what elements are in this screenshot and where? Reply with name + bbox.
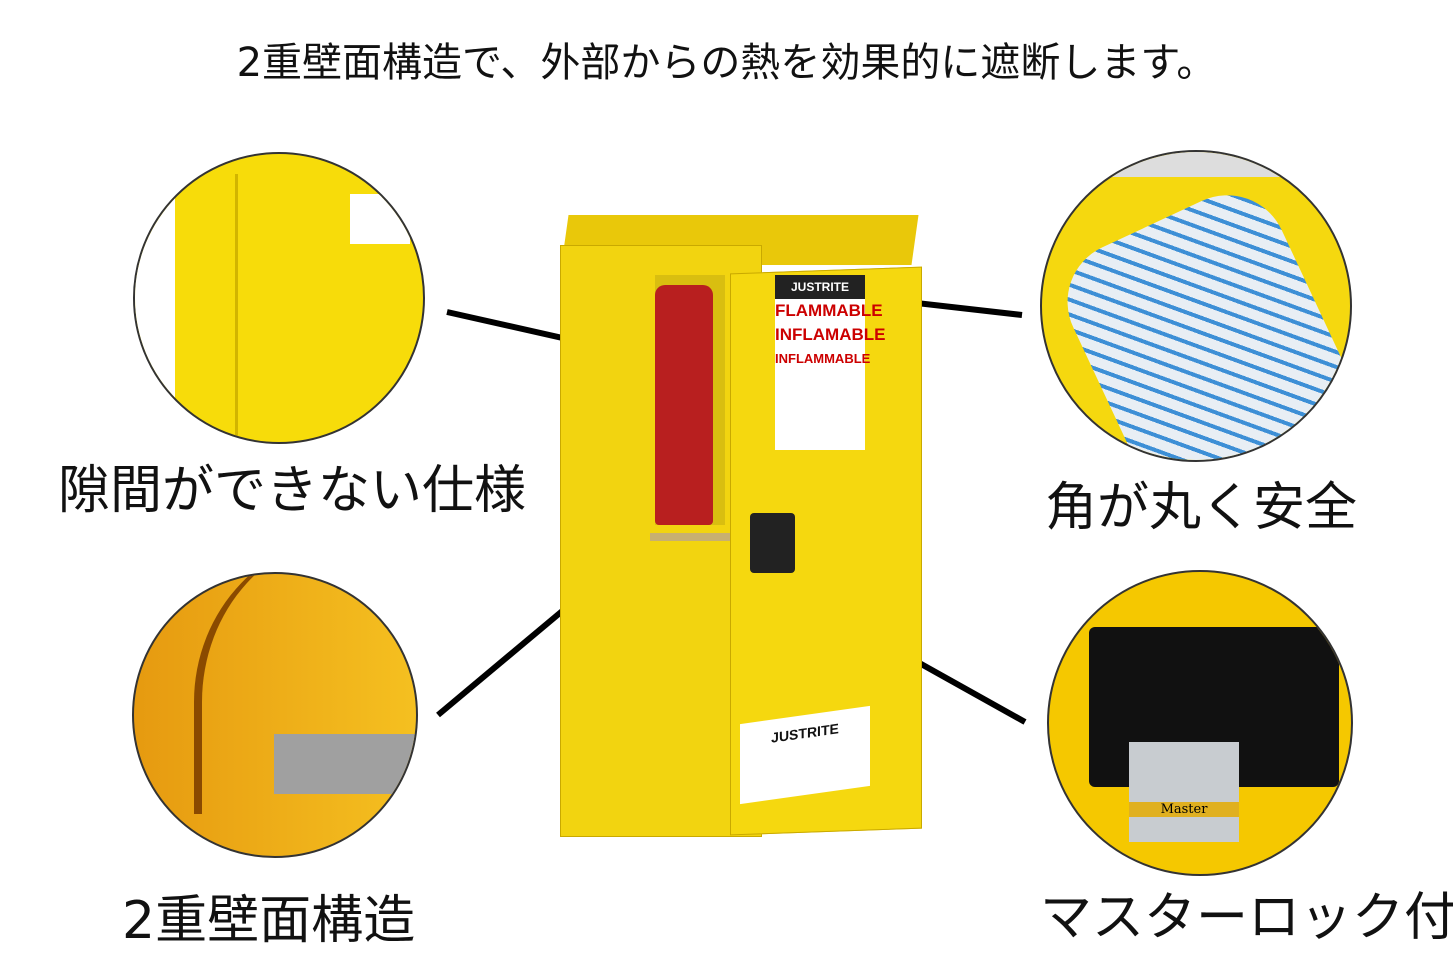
detail-rounded-corners (1040, 150, 1352, 462)
feature-label-rounded: 角が丸く安全 (1045, 478, 1358, 538)
page-title: 2重壁面構造で、外部からの熱を効果的に遮断します。 (236, 40, 1217, 86)
detail-seamless (133, 152, 425, 444)
red-can (655, 285, 713, 525)
cabinet-image: JUSTRITE FLAMMABLE INFLAMABLE INFLAMMABL… (560, 215, 930, 837)
brand-logo: JUSTRITE (775, 275, 865, 299)
feature-label-master-lock: マスターロック付 (1040, 888, 1453, 948)
padlock: Master (1129, 742, 1239, 842)
glove (1047, 175, 1350, 460)
feature-label-double-wall: 2重壁面構造 (122, 891, 416, 951)
sign-flammable: FLAMMABLE (775, 301, 883, 320)
detail-double-wall (132, 572, 418, 858)
lock-brand: Master (1129, 802, 1239, 817)
detail-master-lock: Master (1047, 570, 1353, 876)
sign-inflammable: INFLAMMABLE (775, 351, 871, 366)
latch (750, 513, 795, 573)
feature-label-seamless: 隙間ができない仕様 (58, 461, 527, 521)
sign-inflamable: INFLAMABLE (775, 325, 886, 344)
